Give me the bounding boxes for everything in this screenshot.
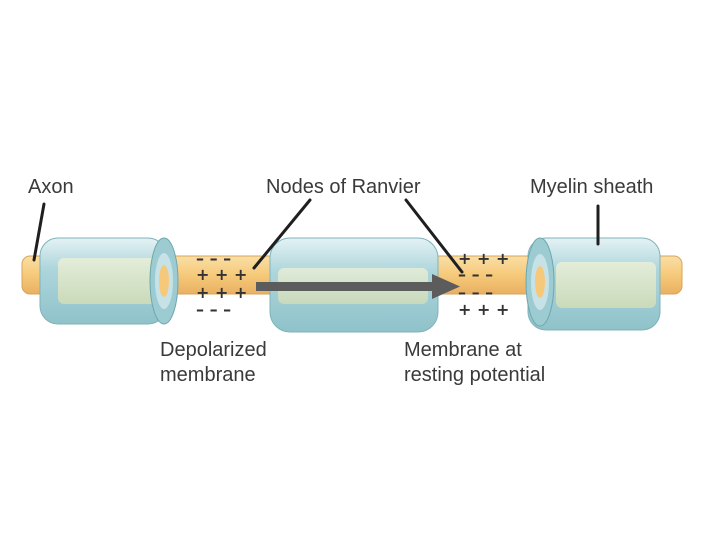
resting-label-line1: Membrane at — [404, 339, 522, 361]
resting-label-line2: resting potential — [404, 364, 545, 386]
charge-right-row1: + + + — [458, 249, 509, 268]
myelin-sheath-label: Myelin sheath — [530, 176, 653, 198]
axon-leader-line — [32, 202, 46, 262]
charge-right-row3: – – – — [458, 283, 493, 302]
charge-left-row2: + + + — [196, 265, 247, 284]
myelin-segment-left — [39, 237, 179, 325]
nodes-of-ranvier-label: Nodes of Ranvier — [266, 176, 421, 198]
axon-label: Axon — [28, 176, 74, 198]
charge-left-row1: – – – — [196, 249, 231, 268]
charge-right-row4: + + + — [458, 300, 509, 319]
charge-left-row4: – – – — [196, 300, 231, 319]
depolarized-label-line1: Depolarized — [160, 339, 267, 361]
charge-right-row2: – – – — [458, 265, 493, 284]
myelin-segment-right — [525, 237, 661, 331]
charge-left-row3: + + + — [196, 283, 247, 302]
depolarized-label-line2: membrane — [160, 364, 256, 386]
nodes-leader-line-left — [252, 198, 312, 270]
impulse-arrow — [256, 274, 460, 299]
nodes-leader-line-right — [404, 198, 464, 274]
